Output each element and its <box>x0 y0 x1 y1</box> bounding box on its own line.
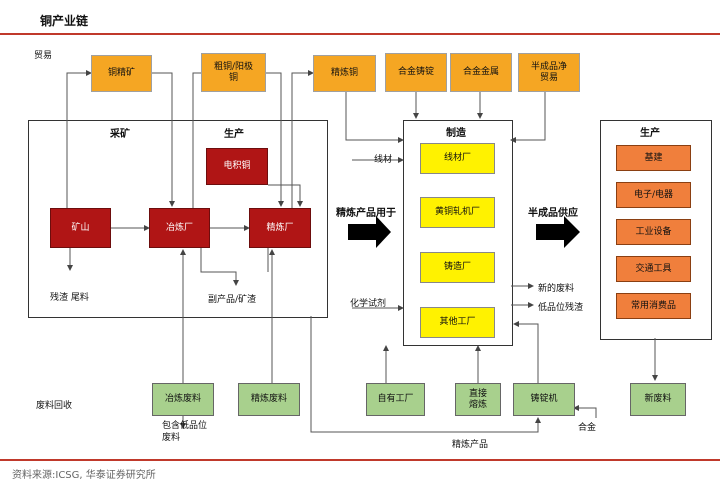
contains-low-grade-label: 包含低品位 废料 <box>162 421 208 443</box>
new-scrap-box: 新废料 <box>630 383 686 416</box>
refined-products-label: 精炼产品 <box>452 440 489 450</box>
foundry-box: 铸造厂 <box>420 252 495 283</box>
source-note: 资料来源:ICSG, 华泰证券研究所 <box>12 470 156 481</box>
low-grade-slag-label: 低品位残渣 <box>538 303 584 313</box>
trade-label: 贸易 <box>34 51 53 61</box>
smelter-waste-box: 冶炼废料 <box>152 383 214 416</box>
manufacturing-label: 制造 <box>446 128 466 139</box>
own-plant-box: 自有工厂 <box>366 383 425 416</box>
bottom-divider <box>0 459 720 461</box>
end-use-electronics: 电子/电器 <box>616 182 691 208</box>
alloy-ingot-box: 合金铸锭 <box>385 53 447 92</box>
alloy-metal-box: 合金金属 <box>450 53 512 92</box>
chemical-reagents-label: 化学试剂 <box>350 299 387 309</box>
refinery-waste-box: 精炼废料 <box>238 383 300 416</box>
production-label: 生产 <box>224 129 244 140</box>
new-scrap-label: 新的废料 <box>538 284 575 294</box>
end-use-consumer: 常用消费品 <box>616 293 691 319</box>
semi-net-trade-box: 半成品净 贸易 <box>518 53 580 92</box>
semi-supply-label: 半成品供应 <box>528 208 578 219</box>
ingot-maker-box: 铸锭机 <box>513 383 575 416</box>
end-use-industrial: 工业设备 <box>616 219 691 245</box>
other-plant-box: 其他工厂 <box>420 307 495 338</box>
refinery-box: 精炼厂 <box>249 208 311 248</box>
smelter-box: 冶炼厂 <box>149 208 210 248</box>
byproducts-label: 副产品/矿渣 <box>208 295 257 305</box>
brass-mill-box: 黄铜轧机厂 <box>420 197 495 228</box>
electrowon-box: 电积铜 <box>206 148 268 185</box>
end-use-infrastructure: 基建 <box>616 145 691 171</box>
concentrate-box: 铜精矿 <box>91 55 152 92</box>
blister-anode-box: 粗铜/阳极 铜 <box>201 53 266 92</box>
wire-input-label: 线材 <box>374 155 393 165</box>
mining-production-panel <box>28 120 328 318</box>
page-title: 铜产业链 <box>40 14 89 28</box>
alloy-label: 合金 <box>578 423 597 433</box>
refined-for-label: 精炼产品用于 <box>336 208 396 219</box>
end-use-transport: 交通工具 <box>616 256 691 282</box>
slag-tailings-label: 残渣 尾料 <box>50 293 89 303</box>
waste-recycling-label: 废料回收 <box>36 401 73 411</box>
end-use-panel <box>600 120 712 340</box>
top-divider <box>0 33 720 35</box>
mine-box: 矿山 <box>50 208 111 248</box>
production-right-label: 生产 <box>640 128 660 139</box>
direct-melt-box: 直接 熔炼 <box>455 383 501 416</box>
manufacturing-panel <box>403 120 513 346</box>
refined-copper-box: 精炼铜 <box>313 55 376 92</box>
mining-label: 采矿 <box>110 129 130 140</box>
wire-mill-box: 线材厂 <box>420 143 495 174</box>
